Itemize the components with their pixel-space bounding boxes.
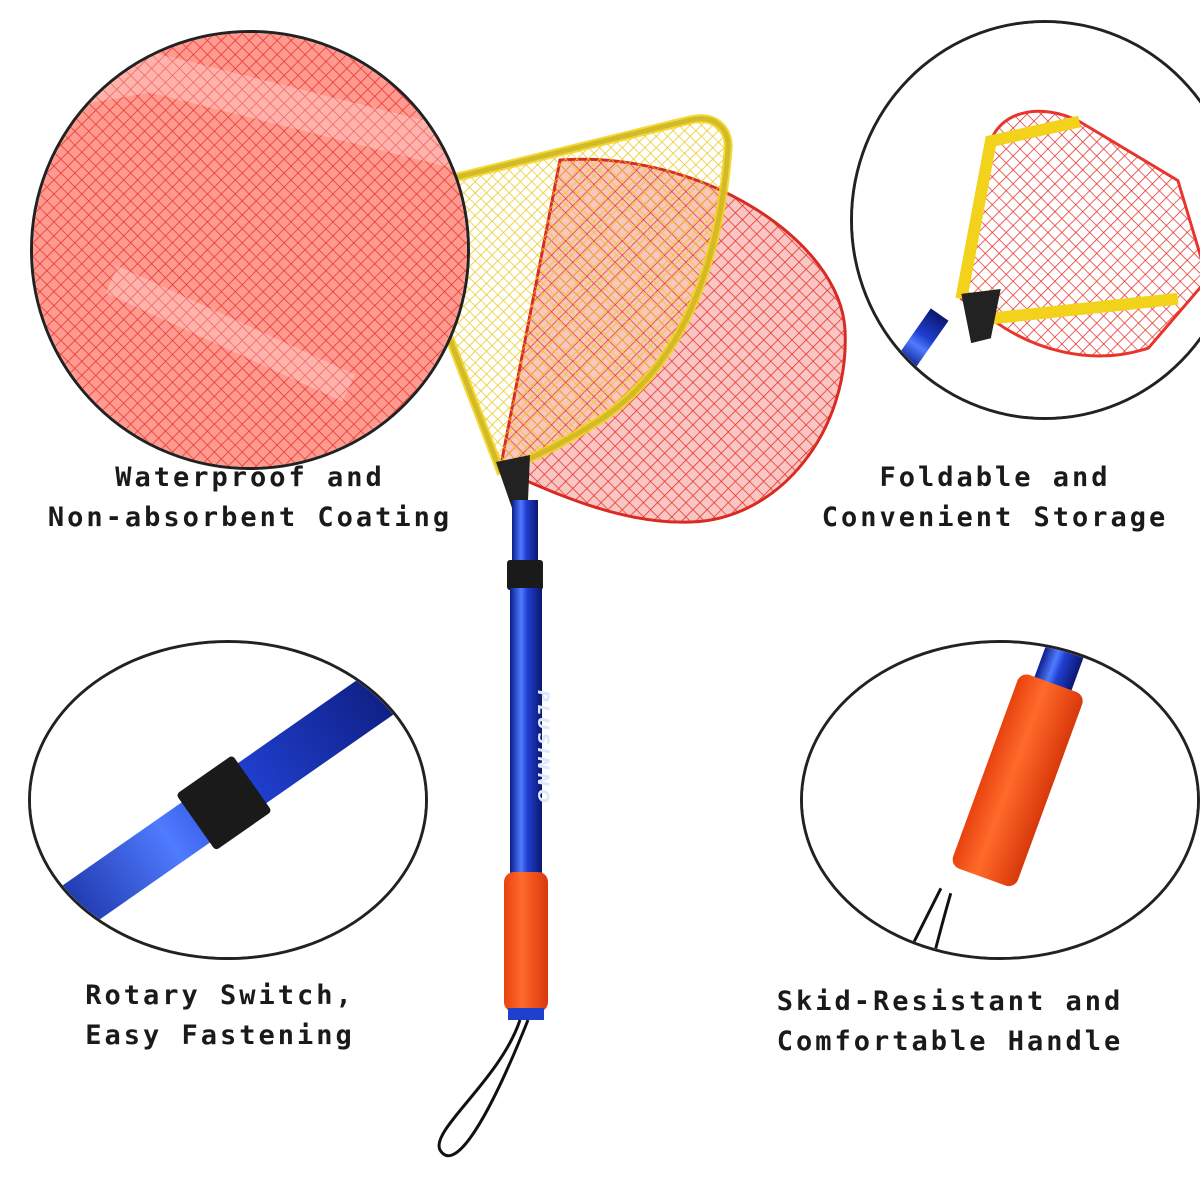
caption-line: Non-absorbent Coating	[47, 502, 453, 533]
rotary-lock	[507, 560, 543, 590]
lanyard	[437, 1019, 530, 1158]
pole-lower	[510, 588, 542, 878]
feature-caption-coating: Waterproof and Non-absorbent Coating	[10, 458, 490, 538]
detail-circle-fold	[850, 20, 1200, 420]
feature-caption-storage: Foldable and Convenient Storage	[790, 458, 1200, 538]
detail-circle-mesh	[30, 30, 470, 470]
pole-upper	[512, 500, 538, 570]
handle-grip	[504, 872, 548, 1012]
caption-line: Comfortable Handle	[776, 1026, 1124, 1057]
caption-line: Rotary Switch,	[85, 980, 355, 1011]
brand-text: PLUSINNO	[534, 690, 553, 806]
caption-line: Waterproof and	[115, 462, 385, 493]
net-connector	[496, 455, 530, 508]
detail-circle-rotary	[28, 640, 428, 960]
feature-caption-rotary: Rotary Switch, Easy Fastening	[40, 976, 400, 1056]
detail-circle-handle	[800, 640, 1200, 960]
feature-caption-handle: Skid-Resistant and Comfortable Handle	[735, 982, 1165, 1062]
caption-line: Skid-Resistant and	[776, 986, 1124, 1017]
caption-line: Convenient Storage	[821, 502, 1169, 533]
caption-line: Easy Fastening	[85, 1020, 355, 1051]
caption-line: Foldable and	[879, 462, 1111, 493]
